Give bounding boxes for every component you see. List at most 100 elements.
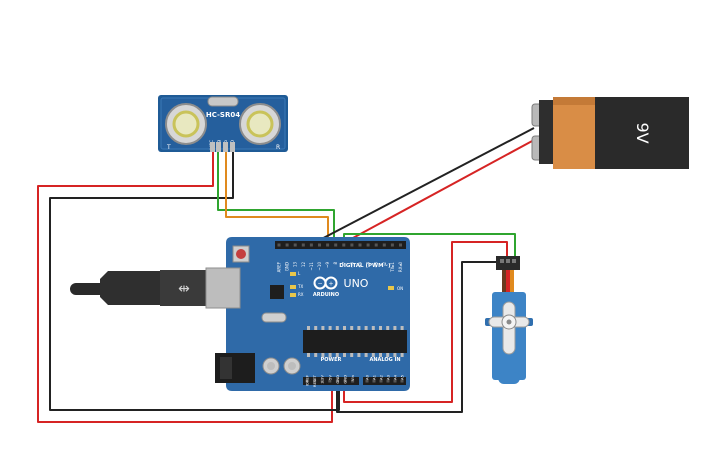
analog-pin-hole[interactable] [365, 379, 369, 383]
digital-pin-label: ~5 [358, 262, 363, 268]
chip-leg [393, 326, 397, 330]
power-pin-label: Vin [350, 374, 355, 381]
analog-pin-label: A5 [400, 374, 405, 380]
chip-leg [350, 353, 354, 357]
power-pin-hole[interactable] [305, 379, 309, 383]
wire-sensor-echo[interactable] [225, 152, 329, 245]
digital-pin-hole[interactable] [334, 243, 338, 247]
digital-pin-hole[interactable] [318, 243, 321, 247]
power-pin-label: GND [335, 375, 340, 384]
power-pin-hole[interactable] [343, 379, 347, 383]
digital-pin-label: ~11 [309, 262, 314, 271]
wire-sensor-trig[interactable] [217, 152, 335, 245]
chip-leg [371, 326, 375, 330]
sensor-crystal [207, 96, 239, 107]
analog-pin-hole[interactable] [400, 379, 404, 383]
chip-leg [307, 353, 310, 357]
chip-leg [357, 326, 361, 330]
digital-pin-label: AREF [277, 261, 282, 272]
digital-pin-hole[interactable] [374, 243, 378, 247]
ultrasonic-sensor[interactable]: HC-SR04 T R VCCTrigEchoGND [158, 95, 288, 152]
chip-leg [321, 353, 325, 357]
digital-pin-label: 4 [366, 262, 371, 265]
digital-pin-hole[interactable] [350, 243, 354, 247]
usb-icon: ⇹ [178, 281, 190, 297]
digital-pin-hole[interactable] [342, 243, 346, 247]
power-pin-hole[interactable] [313, 379, 317, 383]
chip-leg [364, 353, 368, 357]
servo-motor[interactable] [485, 256, 533, 384]
digital-pin-label: 7 [341, 262, 346, 265]
digital-header [275, 241, 406, 249]
digital-pin-hole[interactable] [277, 243, 281, 247]
power-pin-hole[interactable] [328, 379, 332, 383]
led-rx-label: RX [298, 292, 304, 297]
arduino-model-label: UNO [344, 277, 369, 290]
digital-pin-hole[interactable] [309, 243, 313, 247]
digital-pin-hole[interactable] [358, 243, 362, 247]
analog-pin-hole[interactable] [372, 379, 376, 383]
chip-leg [386, 326, 390, 330]
digital-header-label: DIGITAL (PWM~) [339, 263, 391, 269]
led-l-label: L [298, 271, 301, 276]
digital-pin-label: RX◂0 [398, 262, 403, 273]
battery-voltage-label: 9V [633, 122, 652, 143]
led-on-label: ON [397, 286, 403, 291]
battery-9v[interactable]: 9V [531, 97, 689, 169]
svg-text:−: − [317, 281, 322, 288]
chip-leg [328, 326, 332, 330]
power-pin-hole[interactable] [320, 379, 324, 383]
power-pin-label: RESET [312, 374, 317, 387]
wire-sensor-vcc[interactable] [37, 152, 333, 423]
analog-pin-hole[interactable] [379, 379, 383, 383]
chip-leg [364, 326, 368, 330]
board-crystal [261, 312, 287, 323]
digital-pin-hole[interactable] [293, 243, 297, 247]
chip-leg [335, 353, 339, 357]
arduino-logo: − + [313, 276, 338, 290]
power-pin-hole[interactable] [335, 379, 339, 383]
analog-pin-hole[interactable] [393, 379, 397, 383]
chip-leg [371, 353, 375, 357]
chip-leg [379, 353, 382, 357]
digital-pin-hole[interactable] [390, 243, 394, 247]
digital-pin-hole[interactable] [285, 243, 289, 247]
sensor-r-mark: R [276, 144, 280, 151]
wire-sensor-gnd[interactable] [49, 152, 340, 411]
servo-horn[interactable] [488, 301, 530, 355]
wire-servo-ground[interactable] [336, 261, 500, 413]
digital-pin-hole[interactable] [382, 243, 386, 247]
power-pin-label: 3.3V [320, 375, 325, 384]
power-pin-label: IOREF [305, 375, 310, 386]
power-pin-hole[interactable] [351, 379, 355, 383]
analog-header-label: ANALOG IN [369, 357, 400, 363]
digital-pin-label: GND [285, 262, 290, 271]
wire-battery-positive[interactable] [339, 139, 535, 246]
digital-pin-label: 2 [382, 262, 387, 265]
chip-leg [350, 326, 354, 330]
chip-leg [393, 353, 397, 357]
digital-pin-label: ~9 [325, 262, 330, 268]
wire-battery-negative[interactable] [309, 127, 535, 246]
wires [37, 127, 535, 423]
digital-pin-label: ~10 [317, 262, 322, 271]
analog-pin-hole[interactable] [386, 379, 390, 383]
digital-pin-hole[interactable] [301, 243, 305, 247]
power-pin-label: GND [343, 375, 348, 384]
digital-pin-label: 13 [293, 262, 298, 268]
chip-leg [314, 326, 318, 330]
digital-pin-hole[interactable] [399, 243, 402, 247]
analog-pin-label: A1 [372, 374, 377, 380]
digital-pin-hole[interactable] [326, 243, 330, 247]
wire-servo-power[interactable] [343, 241, 508, 403]
usb-socket [205, 267, 241, 309]
arduino-brand-label: ARDUINO [313, 292, 339, 298]
atmega-chip [303, 330, 407, 353]
chip-leg [314, 353, 318, 357]
digital-pin-hole[interactable] [366, 243, 370, 247]
